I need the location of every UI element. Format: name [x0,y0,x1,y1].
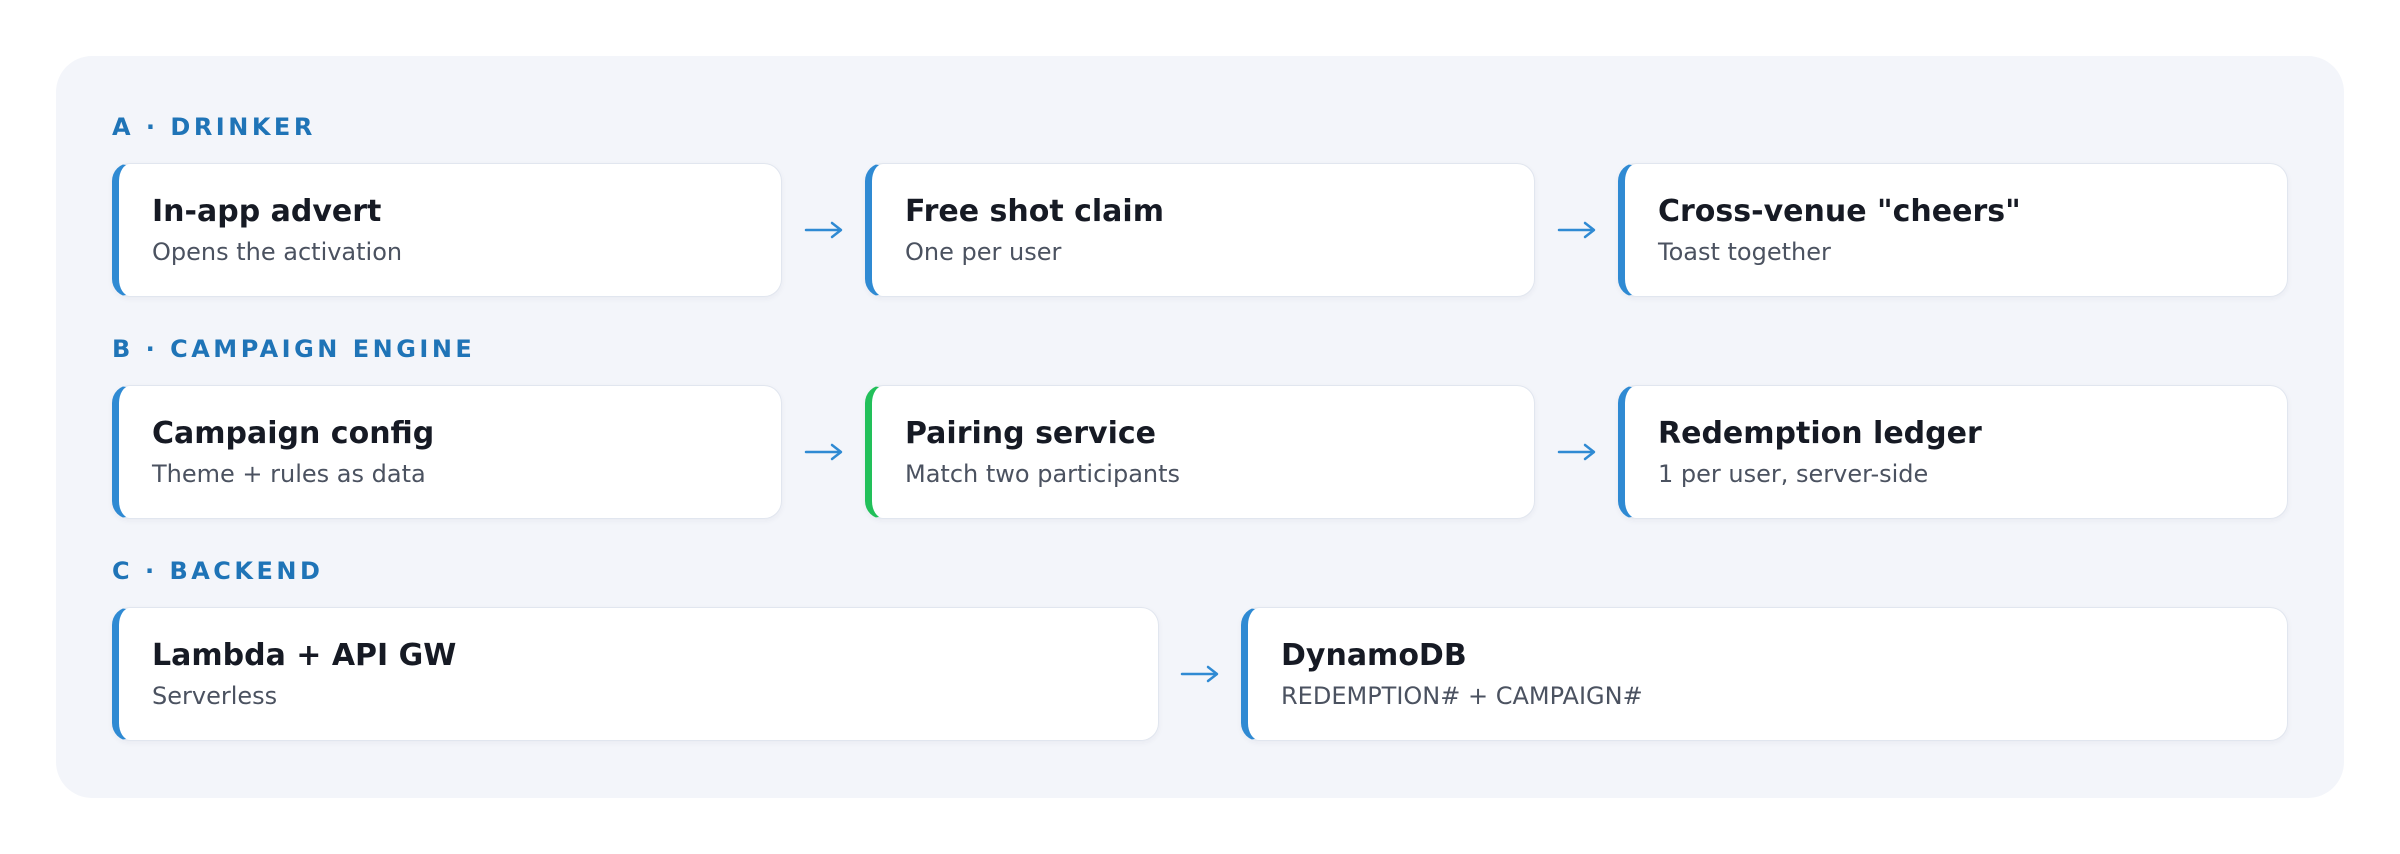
node-cross-venue-cheers: Cross-venue "cheers" Toast together [1618,163,2288,297]
node-free-shot-claim: Free shot claim One per user [865,163,1535,297]
node-subtitle: REDEMPTION# + CAMPAIGN# [1281,682,1643,710]
node-subtitle: Opens the activation [152,238,403,266]
node-title: Cross-venue "cheers" [1658,194,2021,229]
right-arrow-icon [1159,607,1241,741]
node-redemption-ledger: Redemption ledger 1 per user, server-sid… [1618,385,2288,519]
flow-row-campaign-engine: Campaign config Theme + rules as data Pa… [112,385,2288,519]
node-subtitle: Match two participants [905,460,1181,488]
flow-row-backend: Lambda + API GW Serverless DynamoDB REDE… [112,607,2288,741]
node-dynamodb: DynamoDB REDEMPTION# + CAMPAIGN# [1241,607,2288,741]
right-arrow-icon [1535,163,1618,297]
section-label-campaign-engine: B · CAMPAIGN ENGINE [112,335,476,363]
node-subtitle: Serverless [152,682,278,710]
node-title: Redemption ledger [1658,416,1982,451]
flow-row-drinker: In-app advert Opens the activation Free … [112,163,2288,297]
node-subtitle: One per user [905,238,1062,266]
section-label-backend: C · BACKEND [112,557,324,585]
right-arrow-icon [1535,385,1618,519]
node-title: In-app advert [152,194,382,229]
node-in-app-advert: In-app advert Opens the activation [112,163,782,297]
node-subtitle: Toast together [1658,238,1831,266]
node-pairing-service: Pairing service Match two participants [865,385,1535,519]
node-title: Free shot claim [905,194,1164,229]
node-subtitle: Theme + rules as data [152,460,426,488]
node-title: DynamoDB [1281,638,1467,673]
node-campaign-config: Campaign config Theme + rules as data [112,385,782,519]
node-title: Lambda + API GW [152,638,457,673]
node-title: Pairing service [905,416,1157,451]
right-arrow-icon [782,163,865,297]
node-title: Campaign config [152,416,435,451]
section-label-drinker: A · DRINKER [112,113,316,141]
node-lambda-api-gw: Lambda + API GW Serverless [112,607,1159,741]
node-subtitle: 1 per user, server-side [1658,460,1929,488]
right-arrow-icon [782,385,865,519]
